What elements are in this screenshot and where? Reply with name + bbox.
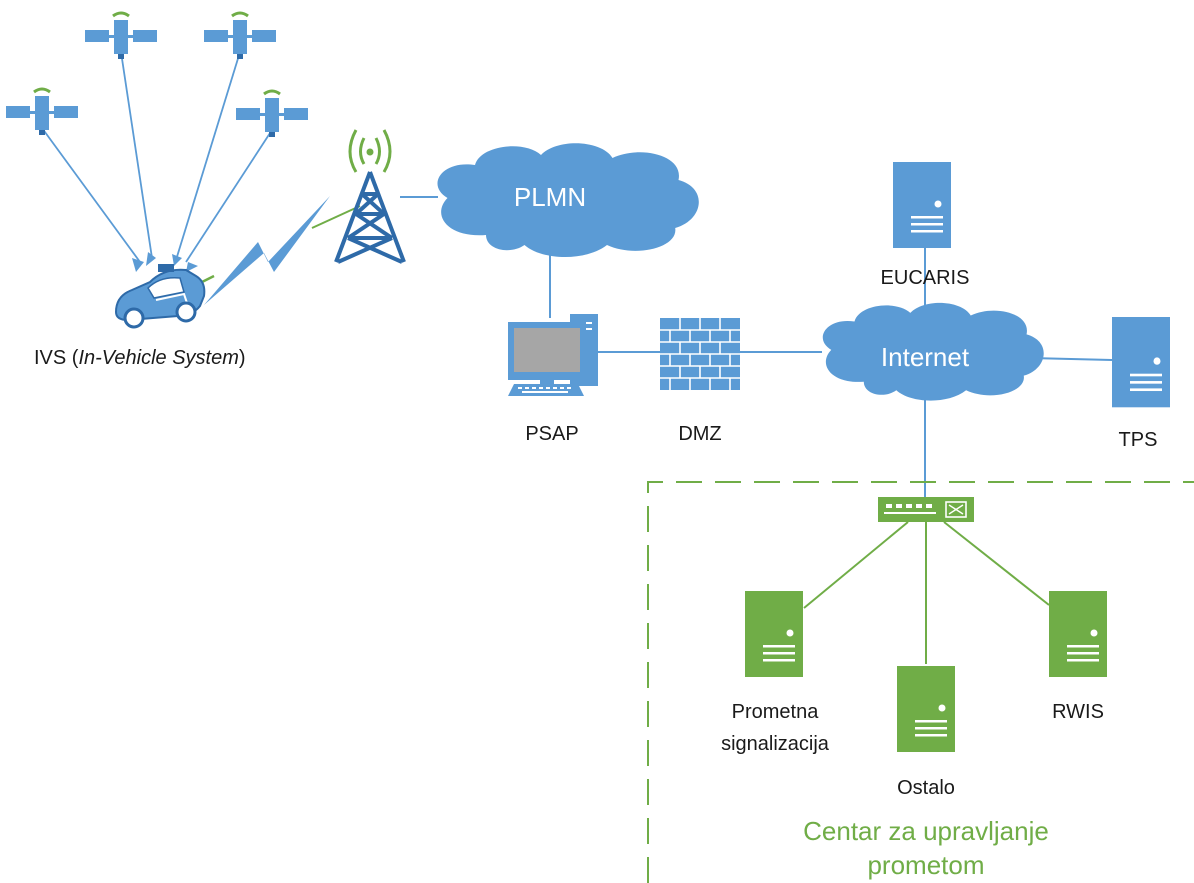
eucaris-label: EUCARIS [881, 267, 970, 289]
satellite-links [41, 51, 273, 263]
ivs-label: IVS (In-Vehicle System) [34, 347, 246, 369]
rwis-label: RWIS [1052, 701, 1104, 723]
prometna-server-icon [745, 591, 803, 677]
internet-label: Internet [881, 342, 970, 372]
zone-label-line1: Centar za upravljanje [803, 816, 1049, 846]
eucaris-server-icon [893, 162, 951, 248]
satellite-icon [234, 89, 310, 139]
psap-label: PSAP [525, 423, 578, 445]
tps-label: TPS [1119, 429, 1158, 451]
network-links [400, 196, 1113, 500]
firewall-icon [660, 318, 740, 390]
satellite-icon [4, 87, 80, 137]
ostalo-label: Ostalo [897, 777, 955, 799]
lan-links [803, 521, 1050, 664]
prometna-label-line1: Prometna [732, 701, 820, 723]
prometna-label-line2: signalizacija [721, 733, 830, 755]
car-signal-arrows [132, 252, 198, 272]
traffic-center-zone [647, 481, 1194, 883]
dmz-label: DMZ [678, 423, 721, 445]
network-switch-icon [878, 497, 974, 522]
workstation-icon [508, 314, 598, 396]
zone-label-line2: prometom [867, 850, 984, 880]
tps-server-icon [1112, 317, 1170, 408]
satellite-icon [83, 11, 159, 61]
satellite-icon [202, 11, 278, 61]
cell-tower-icon [334, 129, 406, 264]
car-icon [114, 264, 206, 329]
tower-signal-link [311, 205, 361, 229]
rwis-server-icon [1049, 591, 1107, 677]
ostalo-server-icon [897, 666, 955, 752]
plmn-label: PLMN [514, 182, 586, 212]
wireless-link-bolt [204, 196, 330, 305]
